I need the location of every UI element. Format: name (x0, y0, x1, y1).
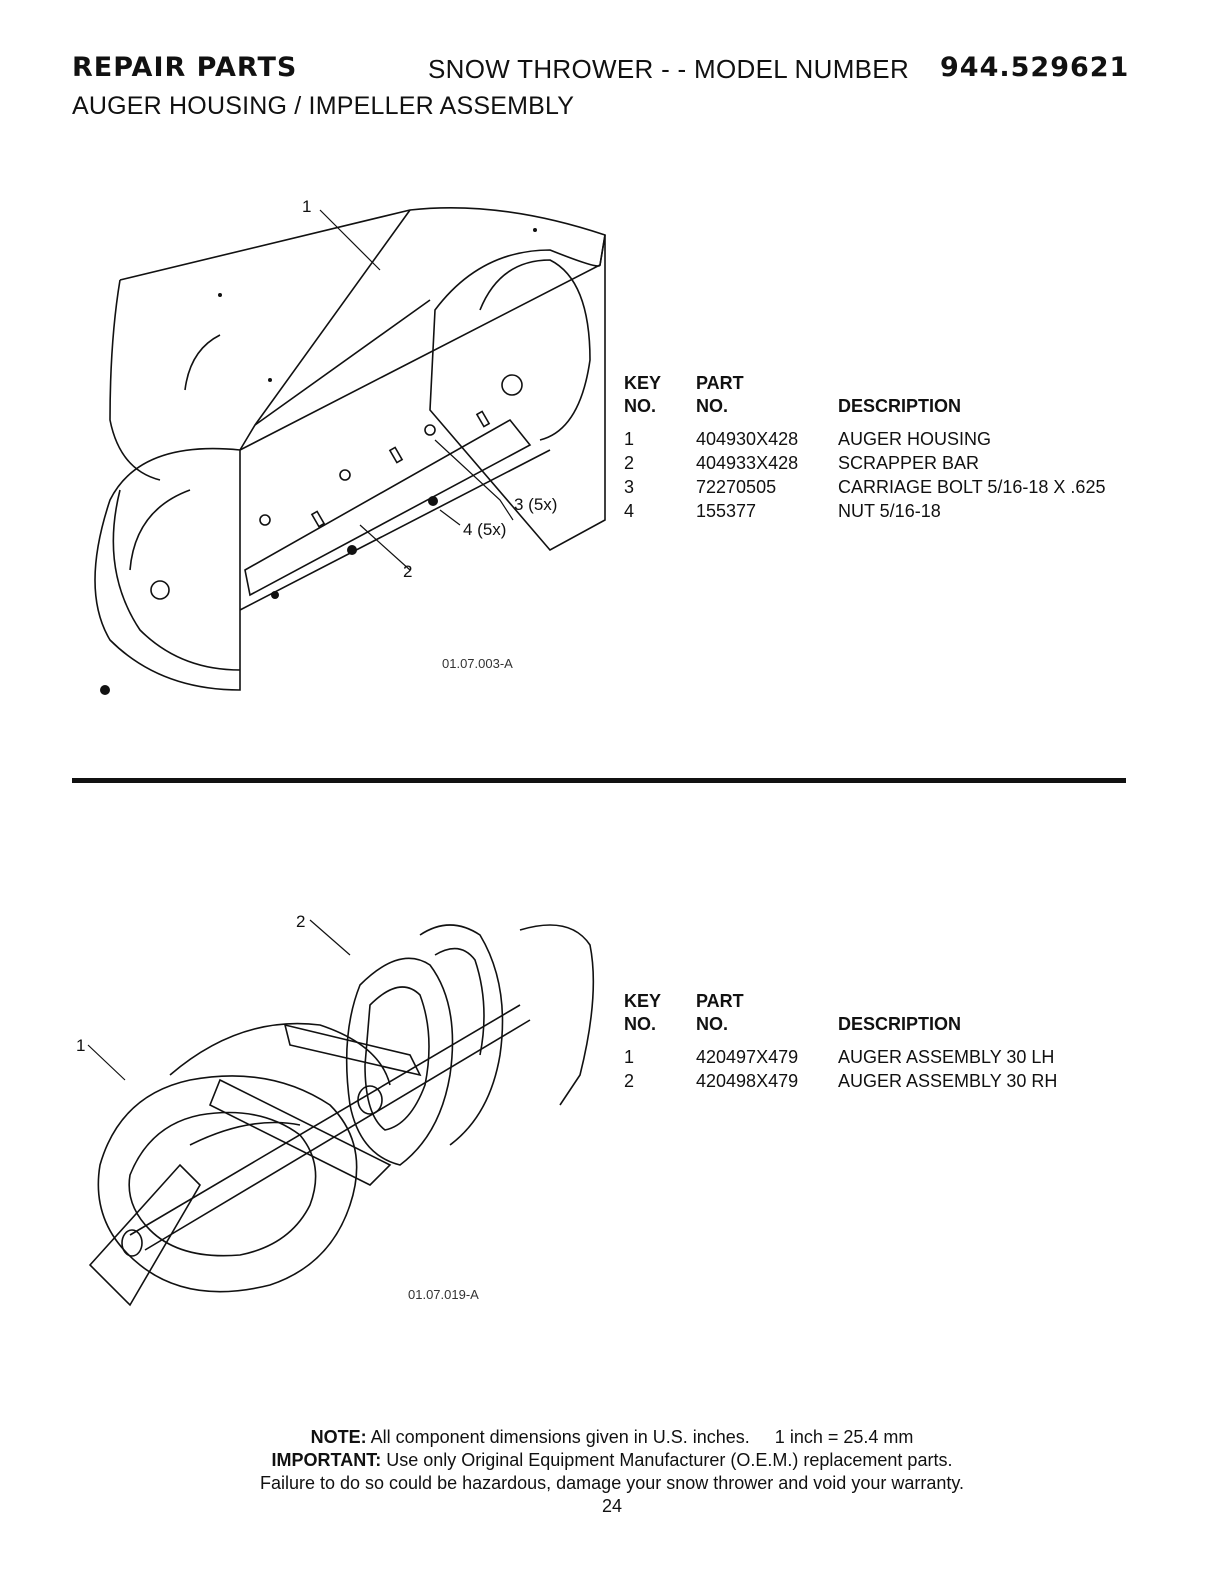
part-description: AUGER HOUSING (838, 429, 992, 449)
table-row: 1 404930X428 AUGER HOUSING (624, 428, 1144, 452)
figure-ref: 01.07.019-A (408, 1287, 479, 1302)
auger-housing-drawing: 1 2 3 (5x) 4 (5x) 01.07.003-A (94, 197, 606, 695)
key-no: 3 (624, 477, 635, 497)
parts-table-housing: KEY PART NO. NO. DESCRIPTION 1 404930X42… (624, 372, 1144, 524)
table-header-row: NO. NO. DESCRIPTION (624, 395, 1144, 418)
page-number: 24 (601, 1496, 623, 1516)
key-no: 1 (624, 429, 635, 449)
section-divider (72, 778, 1126, 783)
important-text: Use only Original Equipment Manufacturer… (386, 1450, 953, 1470)
part-no: 155377 (696, 501, 757, 521)
part-header: PART (696, 991, 744, 1011)
description-header: DESCRIPTION (838, 1014, 962, 1034)
note-text: All component dimensions given in U.S. i… (370, 1427, 914, 1447)
key-no: 4 (624, 501, 635, 521)
part-description: AUGER ASSEMBLY 30 LH (838, 1047, 1055, 1067)
table-row: 1 420497X479 AUGER ASSEMBLY 30 LH (624, 1046, 1144, 1070)
part-header: NO. (696, 396, 729, 416)
callout-2: 2 (403, 562, 412, 581)
page-header: REPAIR PARTS SNOW THROWER - - MODEL NUMB… (72, 52, 1132, 92)
key-no: 2 (624, 1071, 635, 1091)
warning-text: Failure to do so could be hazardous, dam… (259, 1473, 965, 1493)
note-label: NOTE: (310, 1427, 367, 1447)
callout-1: 1 (302, 197, 311, 216)
table-row: 2 404933X428 SCRAPPER BAR (624, 452, 1144, 476)
auger-assembly-diagram: 2 1 01.07.019-A (70, 905, 610, 1335)
part-no: 404933X428 (696, 453, 799, 473)
part-description: NUT 5/16-18 (838, 501, 941, 521)
key-header: NO. (624, 1014, 657, 1034)
part-header: NO. (696, 1014, 729, 1034)
assembly-title: AUGER HOUSING / IMPELLER ASSEMBLY (72, 92, 575, 120)
table-row: 3 72270505 CARRIAGE BOLT 5/16-18 X .625 (624, 476, 1144, 500)
table-header-row: KEY PART (624, 990, 1144, 1013)
part-header: PART (696, 373, 744, 393)
note-line: NOTE: All component dimensions given in … (0, 1426, 1224, 1449)
key-header: KEY (624, 991, 662, 1011)
key-no: 2 (624, 453, 635, 473)
model-label: SNOW THROWER - - MODEL NUMBER (428, 54, 910, 84)
description-header: DESCRIPTION (838, 396, 962, 416)
auger-housing-diagram: 1 2 3 (5x) 4 (5x) 01.07.003-A (80, 190, 620, 710)
key-header: NO. (624, 396, 657, 416)
important-label: IMPORTANT: (271, 1450, 382, 1470)
part-no: 420498X479 (696, 1071, 799, 1091)
table-header-row: KEY PART (624, 372, 1144, 395)
key-no: 1 (624, 1047, 635, 1067)
callout-1: 1 (76, 1036, 85, 1055)
part-no: 404930X428 (696, 429, 799, 449)
page-footer: NOTE: All component dimensions given in … (0, 1426, 1224, 1518)
figure-ref: 01.07.003-A (442, 656, 513, 671)
table-header-row: NO. NO. DESCRIPTION (624, 1013, 1144, 1036)
key-header: KEY (624, 373, 662, 393)
parts-table-auger: KEY PART NO. NO. DESCRIPTION 1 420497X47… (624, 990, 1144, 1094)
callout-3: 3 (5x) (514, 495, 557, 514)
part-description: SCRAPPER BAR (838, 453, 980, 473)
model-number: 944.529621 (940, 52, 1130, 83)
part-no: 420497X479 (696, 1047, 799, 1067)
table-row: 2 420498X479 AUGER ASSEMBLY 30 RH (624, 1070, 1144, 1094)
callout-4: 4 (5x) (463, 520, 506, 539)
callout-2: 2 (296, 912, 305, 931)
table-row: 4 155377 NUT 5/16-18 (624, 500, 1144, 524)
section-title: REPAIR PARTS (72, 52, 298, 83)
part-description: AUGER ASSEMBLY 30 RH (838, 1071, 1058, 1091)
part-description: CARRIAGE BOLT 5/16-18 X .625 (838, 477, 1106, 497)
auger-assembly-drawing: 2 1 01.07.019-A (76, 912, 595, 1307)
important-line: IMPORTANT: Use only Original Equipment M… (0, 1449, 1224, 1472)
part-no: 72270505 (696, 477, 777, 497)
